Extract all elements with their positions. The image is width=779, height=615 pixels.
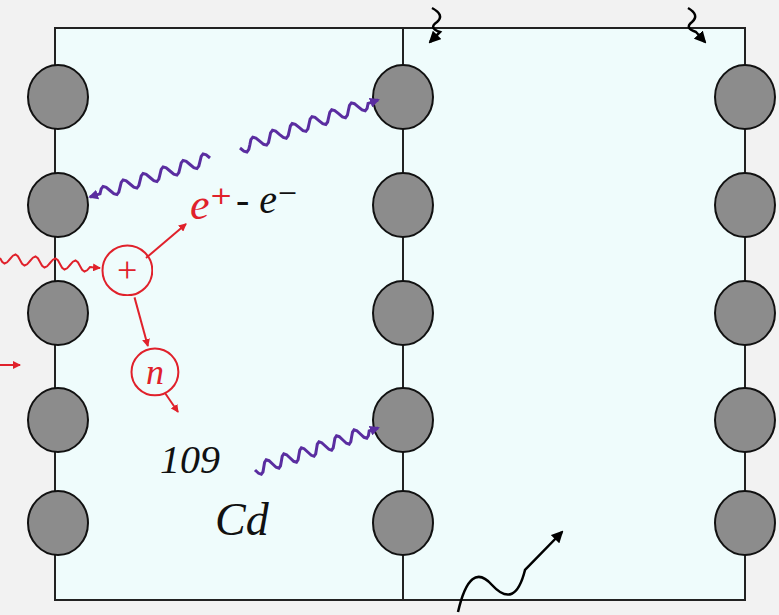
photomultiplier-tube [28, 281, 88, 345]
positron-label: e⁺ [190, 183, 233, 227]
particle-circle: + [101, 244, 154, 297]
photomultiplier-tube [373, 65, 433, 129]
particle-symbol: n [130, 347, 180, 397]
photomultiplier-tube [715, 388, 775, 452]
photomultiplier-tube [715, 281, 775, 345]
photomultiplier-tube [373, 281, 433, 345]
photomultiplier-tube [373, 173, 433, 237]
photomultiplier-tube [28, 491, 88, 555]
photomultiplier-tube [373, 388, 433, 452]
electron-label: - e⁻ [236, 180, 298, 220]
photomultiplier-tube [28, 65, 88, 129]
photomultiplier-tube [28, 173, 88, 237]
photomultiplier-tube [715, 491, 775, 555]
photomultiplier-tube [28, 388, 88, 452]
photomultiplier-tube [373, 491, 433, 555]
particle-circle: n [130, 347, 180, 397]
isotope-number: 109 [160, 440, 220, 480]
decay-arrow [135, 297, 148, 346]
photomultiplier-tube [715, 173, 775, 237]
element-label: Cd [215, 497, 269, 543]
photomultiplier-tube [715, 65, 775, 129]
particle-symbol: + [101, 244, 154, 297]
